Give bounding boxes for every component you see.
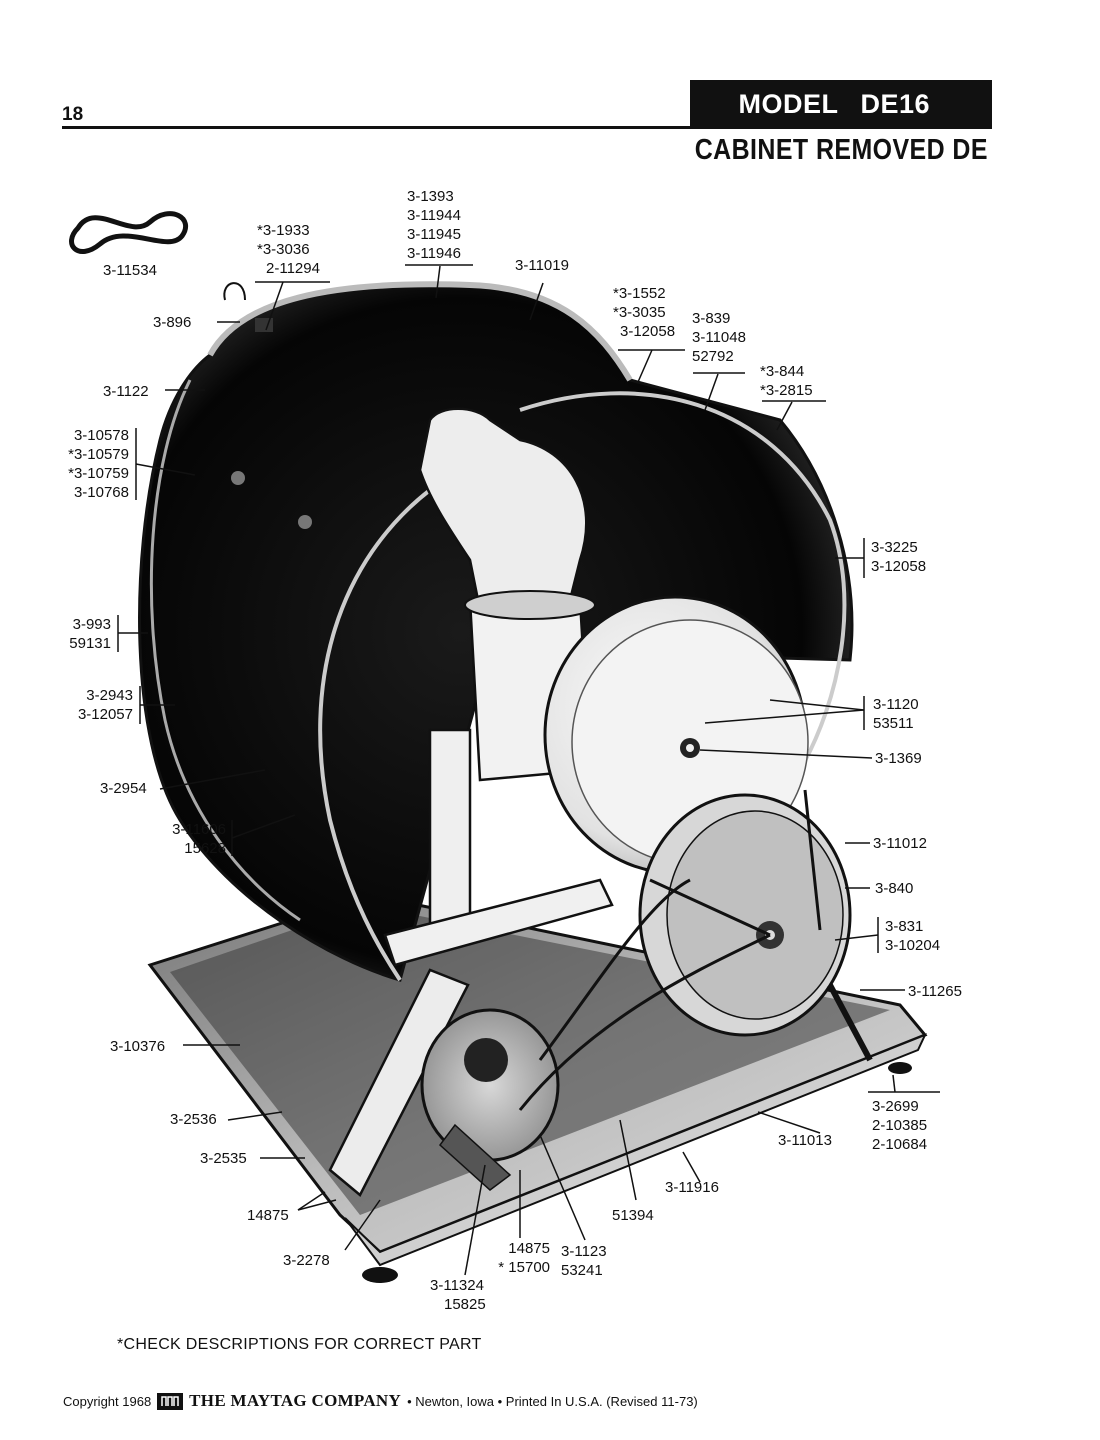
model-banner: MODEL DE16 xyxy=(690,80,992,129)
callout-840: 3-840 xyxy=(875,880,914,897)
footer: Copyright 1968 THE MAYTAG COMPANY • Newt… xyxy=(63,1391,698,1411)
model-code: DE16 xyxy=(860,89,930,119)
drive-belts xyxy=(518,789,822,1111)
callout-10376: 3-10376 xyxy=(110,1038,166,1055)
company-name: THE MAYTAG COMPANY xyxy=(189,1391,402,1410)
footnote: *CHECK DESCRIPTIONS FOR CORRECT PART xyxy=(117,1336,482,1353)
motor xyxy=(420,1008,560,1191)
callout-51394: 51394 xyxy=(612,1207,654,1224)
callout-2536: 3-2536 xyxy=(170,1111,217,1128)
callout-belt: 3-11534 xyxy=(103,262,157,279)
callout-11012: 3-11012 xyxy=(873,835,927,852)
callout-2278: 3-2278 xyxy=(283,1252,330,1269)
copyright-text: Copyright 1968 xyxy=(63,1393,152,1409)
section-title: CABINET REMOVED DE xyxy=(694,134,988,166)
maytag-logo-icon xyxy=(157,1392,184,1410)
callout-2535: 3-2535 xyxy=(200,1150,247,1167)
callout-896: 3-896 xyxy=(153,314,192,331)
callout-11265: 3-11265 xyxy=(908,983,962,1000)
callout-2954: 3-2954 xyxy=(100,780,147,797)
callout-1122: 3-1122 xyxy=(103,383,149,400)
callout-1369: 3-1369 xyxy=(875,750,922,767)
callout-11013: 3-11013 xyxy=(778,1132,832,1149)
callout-844: *3-844*3-2815 xyxy=(760,363,813,399)
callout-14875-right: 14875* 15700 xyxy=(498,1240,550,1276)
belt-icon xyxy=(69,211,188,254)
model-label: MODEL xyxy=(738,89,839,119)
callout-14875-left: 14875 xyxy=(247,1207,289,1224)
header-rule xyxy=(62,126,992,129)
callout-11019: 3-11019 xyxy=(515,257,569,274)
leader-lines xyxy=(117,264,940,1276)
callout-11916: 3-11916 xyxy=(665,1179,719,1196)
page-number: 18 xyxy=(62,104,84,125)
location-text: • Newton, Iowa • Printed In U.S.A. (Revi… xyxy=(407,1393,698,1409)
support-frame xyxy=(328,728,614,1197)
